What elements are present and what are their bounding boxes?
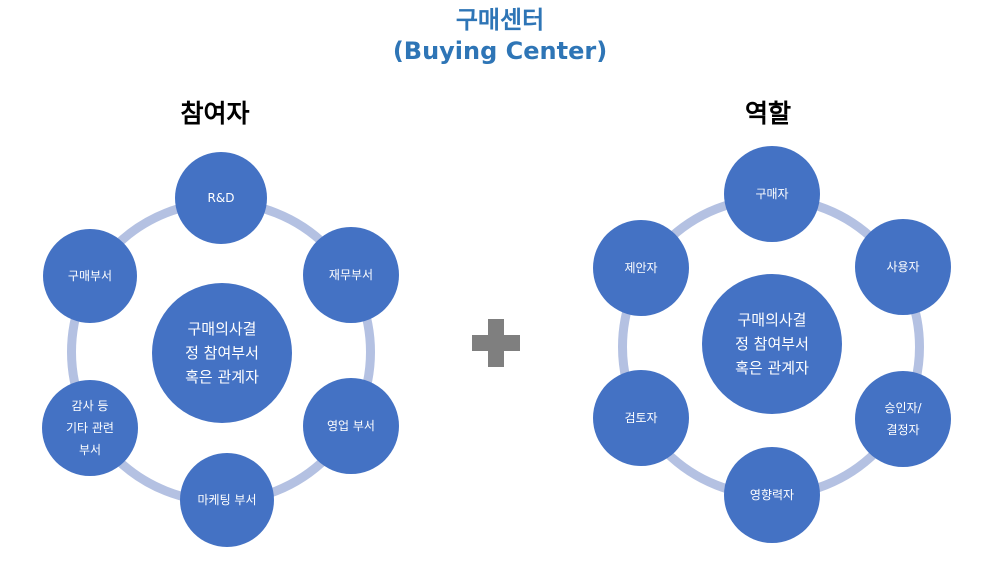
node-marketing: 마케팅 부서 bbox=[180, 453, 274, 547]
node-proposer-label: 제안자 bbox=[624, 261, 658, 275]
plus-icon-horizontal bbox=[472, 335, 520, 351]
diagram-title: 구매센터 bbox=[455, 6, 545, 34]
node-finance-label: 재무부서 bbox=[328, 268, 374, 282]
node-approver-label-1: 승인자/ bbox=[884, 401, 922, 415]
roles-center-line-1: 구매의사결 bbox=[737, 311, 807, 329]
node-purchasing-label: 구매부서 bbox=[67, 269, 113, 283]
participants-center-node: 구매의사결 정 참여부서 혹은 관계자 bbox=[152, 283, 292, 423]
node-audit-label-2: 기타 관련 bbox=[66, 421, 114, 435]
node-audit: 감사 등 기타 관련 부서 bbox=[42, 380, 138, 476]
participants-center-line-2: 정 참여부서 bbox=[185, 344, 259, 362]
node-approver-label-2: 결정자 bbox=[886, 423, 920, 437]
node-user-label: 사용자 bbox=[886, 260, 920, 274]
node-purchasing: 구매부서 bbox=[43, 229, 137, 323]
roles-center-line-3: 혹은 관계자 bbox=[735, 359, 809, 377]
node-audit-label-1: 감사 등 bbox=[71, 399, 109, 413]
node-user: 사용자 bbox=[855, 219, 951, 315]
node-influencer: 영향력자 bbox=[724, 447, 820, 543]
node-buyer: 구매자 bbox=[724, 146, 820, 242]
node-rnd: R&D bbox=[175, 152, 267, 244]
roles-heading: 역할 bbox=[744, 99, 791, 128]
node-marketing-label: 마케팅 부서 bbox=[197, 493, 257, 507]
participants-heading: 참여자 bbox=[180, 99, 250, 128]
diagram-subtitle: (Buying Center) bbox=[392, 37, 608, 65]
node-audit-label-3: 부서 bbox=[78, 443, 102, 457]
node-finance: 재무부서 bbox=[303, 227, 399, 323]
node-reviewer-label: 검토자 bbox=[624, 411, 658, 425]
node-sales: 영업 부서 bbox=[303, 378, 399, 474]
node-proposer: 제안자 bbox=[593, 220, 689, 316]
node-sales-label: 영업 부서 bbox=[327, 419, 375, 433]
roles-center-line-2: 정 참여부서 bbox=[735, 335, 809, 353]
node-approver: 승인자/ 결정자 bbox=[855, 371, 951, 467]
participants-center-line-1: 구매의사결 bbox=[187, 320, 257, 338]
participants-center-line-3: 혹은 관계자 bbox=[185, 368, 259, 386]
node-buyer-label: 구매자 bbox=[755, 187, 789, 201]
node-reviewer: 검토자 bbox=[593, 370, 689, 466]
node-influencer-label: 영향력자 bbox=[749, 488, 795, 502]
roles-center-node: 구매의사결 정 참여부서 혹은 관계자 bbox=[702, 274, 842, 414]
node-rnd-label: R&D bbox=[207, 191, 235, 205]
